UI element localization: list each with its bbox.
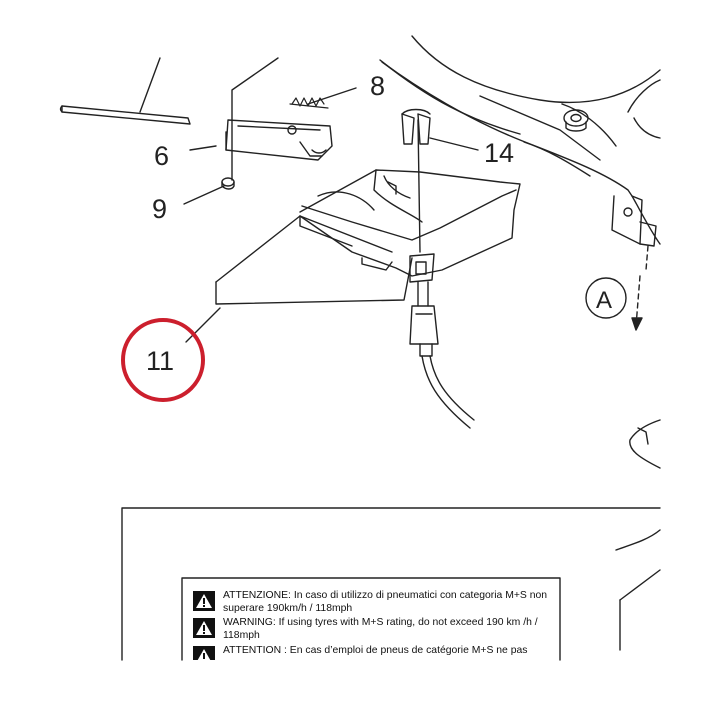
warning-triangle-icon: [193, 646, 215, 660]
callout-6: 6: [154, 141, 169, 171]
leader-lines: [139, 57, 479, 343]
mounting-bracket: [611, 195, 657, 247]
view-arrow: [585, 245, 649, 331]
warning-triangle-icon: [193, 618, 215, 638]
warning-row-english: WARNING: If using tyres with M+S rating,…: [193, 617, 558, 642]
warning-text-english: WARNING: If using tyres with M+S rating,…: [223, 617, 538, 641]
washer: [221, 177, 235, 190]
warning-text-italian: ATTENZIONE: In caso di utilizzo di pneum…: [223, 590, 548, 614]
connector: [409, 281, 475, 429]
grommet: [563, 109, 589, 132]
clip: [401, 108, 431, 145]
body-panel: [379, 35, 661, 245]
callout-8: 8: [370, 71, 385, 101]
callout-11: 11: [146, 346, 174, 376]
warning-row-italian: ATTENZIONE: In caso di utilizzo di pneum…: [193, 590, 558, 615]
hinge: [225, 119, 333, 161]
edge-part: [629, 419, 661, 469]
callout-view-a: A: [596, 287, 612, 314]
callout-9: 9: [152, 194, 167, 224]
warning-triangle-icon: [193, 591, 215, 611]
tray: [215, 169, 521, 305]
rod: [59, 105, 191, 125]
edge-trim: [615, 529, 661, 651]
highlight-ring: [121, 318, 205, 402]
warning-text-french: ATTENTION : En cas d’emploi de pneus de …: [223, 645, 528, 656]
callout-14: 14: [484, 138, 514, 168]
warning-panel-frame: [121, 507, 661, 661]
warning-row-french: ATTENTION : En cas d’emploi de pneus de …: [193, 645, 558, 660]
